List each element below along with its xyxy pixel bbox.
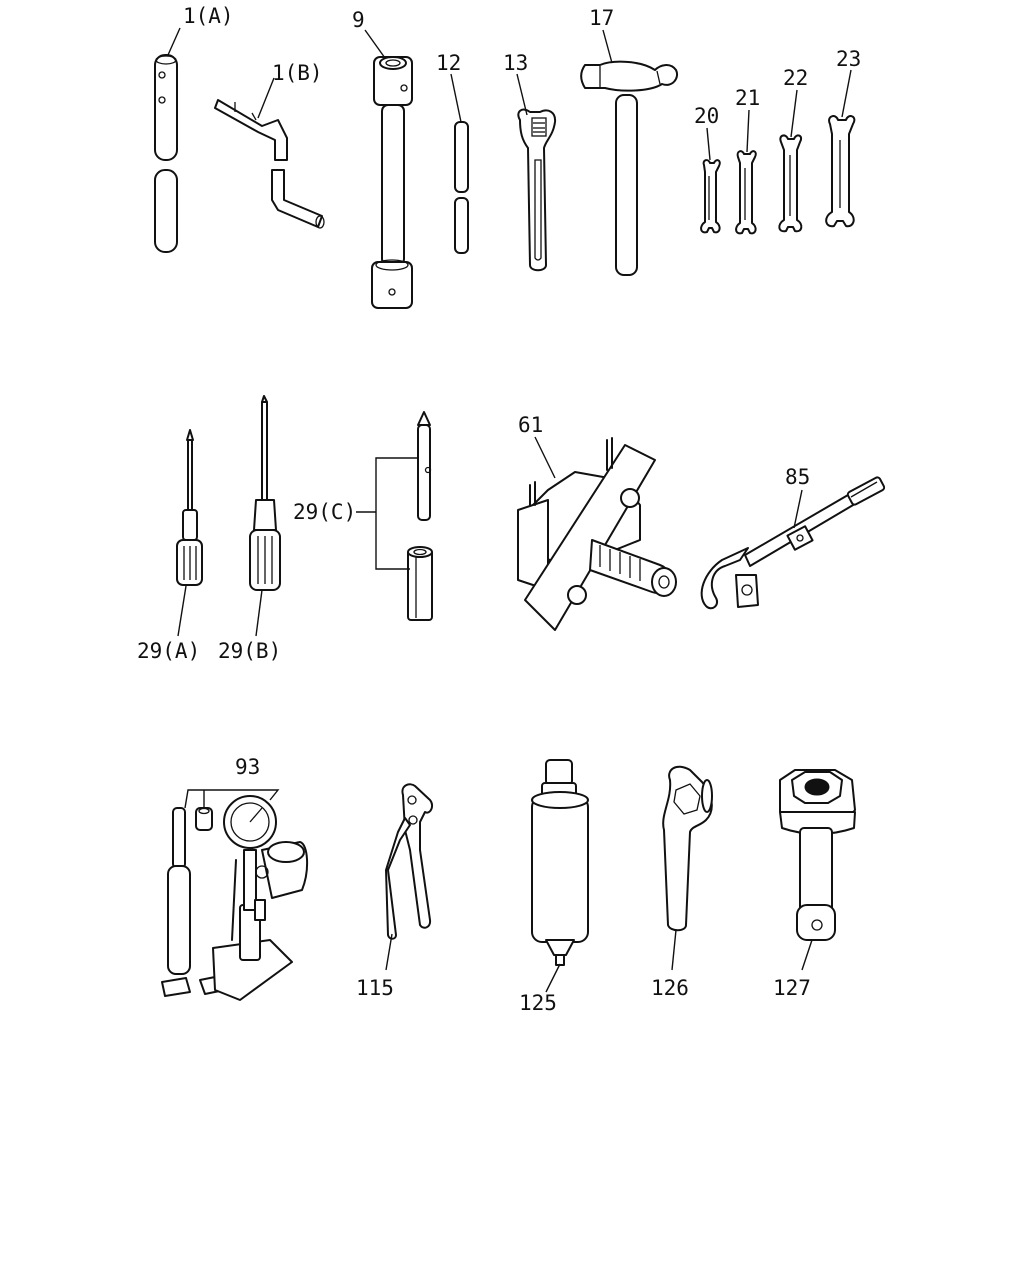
leader-23	[841, 69, 852, 118]
part-127-socket-wrench[interactable]	[779, 769, 856, 941]
label-1a: 1(A)	[183, 4, 234, 28]
label-29c: 29(C)	[293, 500, 356, 524]
part-126-offset-box-wrench[interactable]	[662, 765, 713, 932]
leader-1b	[257, 77, 275, 119]
label-20: 20	[694, 104, 719, 128]
leader-125	[545, 963, 561, 993]
part-115-pliers[interactable]	[385, 783, 434, 940]
part-1a-tommy-bar[interactable]	[154, 54, 178, 253]
label-21: 21	[735, 86, 760, 110]
leader-85	[793, 489, 803, 529]
leader-21	[746, 109, 750, 153]
leader-17	[602, 29, 613, 64]
leader-12	[450, 73, 462, 123]
leader-13	[516, 73, 528, 116]
leader-9	[364, 29, 386, 59]
part-21-spanner[interactable]	[735, 150, 757, 235]
label-12: 12	[436, 51, 461, 75]
part-93-nozzle-tester[interactable]	[161, 795, 308, 1001]
label-13: 13	[503, 51, 528, 75]
leader-126	[671, 929, 677, 971]
label-22: 22	[783, 66, 808, 90]
label-29b: 29(B)	[218, 639, 281, 663]
label-115: 115	[356, 976, 394, 1000]
label-85: 85	[785, 465, 810, 489]
part-29a-screwdriver[interactable]	[176, 429, 203, 586]
label-1b: 1(B)	[272, 61, 323, 85]
label-93: 93	[235, 755, 260, 779]
part-13-adjustable-wrench[interactable]	[517, 108, 557, 272]
label-126: 126	[651, 976, 689, 1000]
leader-93	[184, 789, 280, 809]
label-17: 17	[589, 6, 614, 30]
part-61-puller[interactable]	[517, 437, 677, 631]
part-1b-bent-handle[interactable]	[214, 99, 325, 229]
leader-61	[534, 436, 556, 479]
part-29b-screwdriver[interactable]	[249, 395, 281, 591]
leader-115	[385, 933, 393, 971]
label-23: 23	[836, 47, 861, 71]
leader-22	[790, 89, 798, 138]
part-9-box-wrench[interactable]	[371, 56, 413, 309]
part-23-spanner[interactable]	[825, 115, 856, 228]
label-125: 125	[519, 991, 557, 1015]
part-85-rod-tool[interactable]	[700, 476, 886, 610]
part-17-ball-peen-hammer[interactable]	[580, 60, 678, 276]
part-29c-screwdriver-bits[interactable]	[407, 411, 433, 621]
leader-29b	[255, 589, 263, 637]
label-29a: 29(A)	[137, 639, 200, 663]
part-20-spanner[interactable]	[700, 159, 721, 234]
part-12-pin[interactable]	[454, 121, 469, 254]
part-125-cylinder-puller[interactable]	[531, 759, 589, 966]
label-9: 9	[352, 8, 365, 32]
label-61: 61	[518, 413, 543, 437]
leader-20	[706, 127, 711, 161]
bracket-29c	[375, 457, 418, 570]
label-127: 127	[773, 976, 811, 1000]
leader-29a	[177, 585, 187, 637]
leader-127	[801, 939, 813, 971]
leader-1a	[167, 27, 181, 56]
part-22-spanner[interactable]	[778, 134, 803, 233]
